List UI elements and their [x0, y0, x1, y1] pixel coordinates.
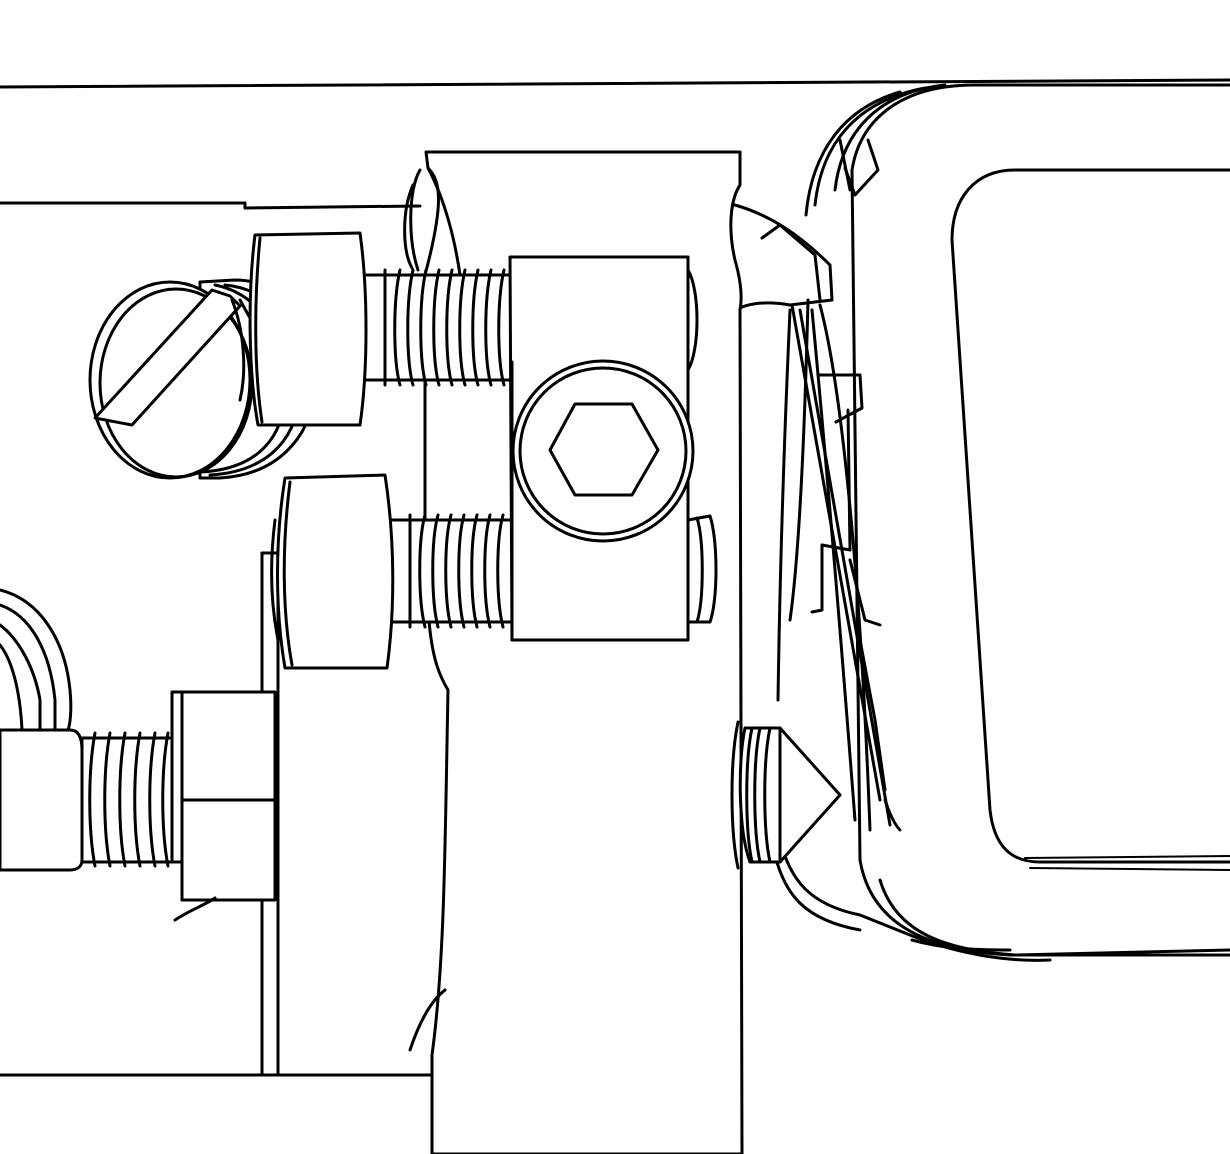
- bracket-left-curve: [405, 170, 420, 270]
- leaf-springs: [735, 205, 910, 935]
- hex-socket-screw: [513, 361, 693, 541]
- threaded-rod-upper: [360, 270, 515, 385]
- housing-window: [952, 170, 1230, 870]
- cone-point-setscrew: [732, 722, 840, 868]
- thumb-nut-lower: [272, 475, 393, 668]
- thumb-nut-upper: [250, 233, 366, 425]
- hex-nut: [172, 692, 275, 920]
- rounded-housing: [806, 85, 1230, 960]
- threaded-rod-bottom: [0, 590, 178, 870]
